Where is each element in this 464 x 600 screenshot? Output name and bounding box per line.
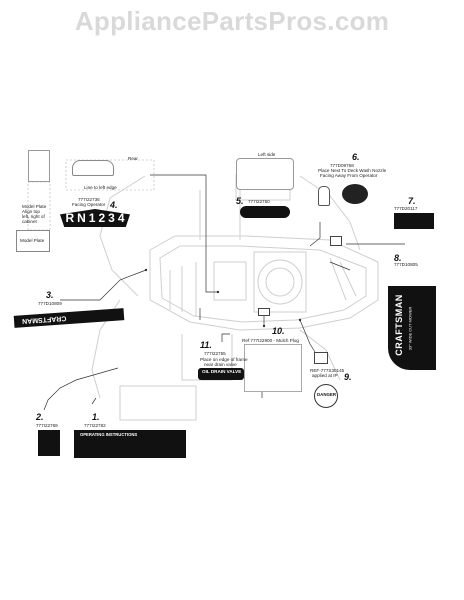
model-plate-marker bbox=[28, 150, 50, 182]
model-plate-note-4: cabinet bbox=[22, 219, 37, 224]
part-11-number: 777I22755 bbox=[204, 351, 226, 356]
model-plate-note-2: Align top bbox=[22, 209, 40, 214]
part-9-ref-2: applied at IP bbox=[312, 373, 338, 378]
part-11-index: 11. bbox=[200, 340, 212, 350]
dial-letter-3: 3 bbox=[108, 211, 115, 225]
part-7-small-marker bbox=[330, 236, 342, 246]
watermark: AppliancePartsPros.com bbox=[74, 6, 390, 36]
part-4-index: 4. bbox=[110, 200, 118, 210]
part-2-index: 2. bbox=[36, 412, 44, 422]
part-1-index: 1. bbox=[92, 412, 100, 422]
side-decal-sub: 33" WIDE CUT MOWER bbox=[407, 306, 413, 351]
part-8-index: 8. bbox=[394, 253, 402, 263]
part-6-number: 777D09768 bbox=[330, 163, 354, 168]
part-9-danger-decal: DANGER bbox=[314, 384, 338, 408]
line-to-left-edge-label: Line to left edge bbox=[84, 185, 117, 190]
part-11-caption-1: Place on edge of frame bbox=[200, 357, 248, 362]
part-9-index: 9. bbox=[344, 372, 352, 382]
rear-lever-box bbox=[72, 160, 114, 176]
part-1-operating-decal: OPERATING INSTRUCTIONS bbox=[74, 430, 186, 458]
model-plate-note-1: Model Plate bbox=[22, 204, 47, 209]
danger-text: DANGER bbox=[317, 392, 337, 397]
part-2-decal bbox=[38, 430, 60, 456]
part-6-caption-1: Place Next To Deck Wash Nozzle bbox=[318, 168, 387, 173]
part-10-plug-marker bbox=[258, 308, 270, 316]
left-side-decal-outline bbox=[236, 158, 294, 190]
part-3-index: 3. bbox=[46, 290, 54, 300]
part-4-caption: Facing Operator bbox=[72, 202, 106, 207]
shift-dial-decal: R N 1 2 3 4 bbox=[60, 209, 130, 227]
part-1-number: 777I22782 bbox=[84, 423, 106, 428]
part-9-ref-1: REF-777S30145 bbox=[310, 368, 345, 373]
model-plate-label: Model Plate bbox=[20, 238, 45, 243]
left-side-label: Left side bbox=[258, 152, 276, 157]
oil-drain-valve-text: OIL DRAIN VALVE bbox=[202, 369, 242, 374]
part-10-caption: Ref 777I22900 - Mulch Plug bbox=[242, 338, 299, 343]
part-8-number: 777D10805 bbox=[394, 262, 418, 267]
part-5-number: 777I22750 bbox=[248, 199, 270, 204]
dial-letter-n: N bbox=[77, 211, 86, 225]
operating-instructions-text: OPERATING INSTRUCTIONS bbox=[80, 432, 138, 437]
part-5-index: 5. bbox=[236, 196, 244, 206]
part-6-caption-2: Facing Away From Operator bbox=[320, 173, 378, 178]
rear-label: Rear bbox=[128, 156, 138, 161]
dial-letter-4: 4 bbox=[117, 211, 125, 225]
part-4-number: 777I22736 bbox=[78, 197, 100, 202]
dial-letter-1: 1 bbox=[88, 211, 96, 225]
part-7-warning-decal bbox=[394, 213, 434, 229]
dial-letter-2: 2 bbox=[98, 211, 106, 225]
part-10-mulch-plug-outline bbox=[244, 344, 302, 392]
deck-wash-nozzle bbox=[318, 186, 330, 206]
part-7-index: 7. bbox=[408, 196, 416, 206]
part-3-number: 777D10809 bbox=[38, 301, 62, 306]
side-decal-brand: CRAFTSMAN bbox=[393, 294, 404, 356]
dial-letter-r: R bbox=[65, 211, 75, 225]
part-10-index: 10. bbox=[272, 326, 285, 336]
part-9-marker bbox=[314, 352, 328, 364]
part-2-number: 777I22769 bbox=[36, 423, 58, 428]
part-5-gauge-decal bbox=[240, 206, 290, 218]
model-plate-note-3: left, right of bbox=[22, 214, 45, 219]
part-8-side-decal: CRAFTSMAN 33" WIDE CUT MOWER bbox=[388, 286, 436, 370]
part-6-nozzle-decal bbox=[342, 184, 368, 204]
part-11-caption-2: near drain valve bbox=[204, 362, 237, 367]
part-6-index: 6. bbox=[352, 152, 360, 162]
part-7-number: 777D20117 bbox=[394, 206, 418, 211]
model-plate-box bbox=[16, 230, 50, 252]
part-11-oil-drain-decal: OIL DRAIN VALVE bbox=[198, 368, 244, 380]
craftsman-strip-text: CRAFTSMAN bbox=[21, 314, 67, 325]
